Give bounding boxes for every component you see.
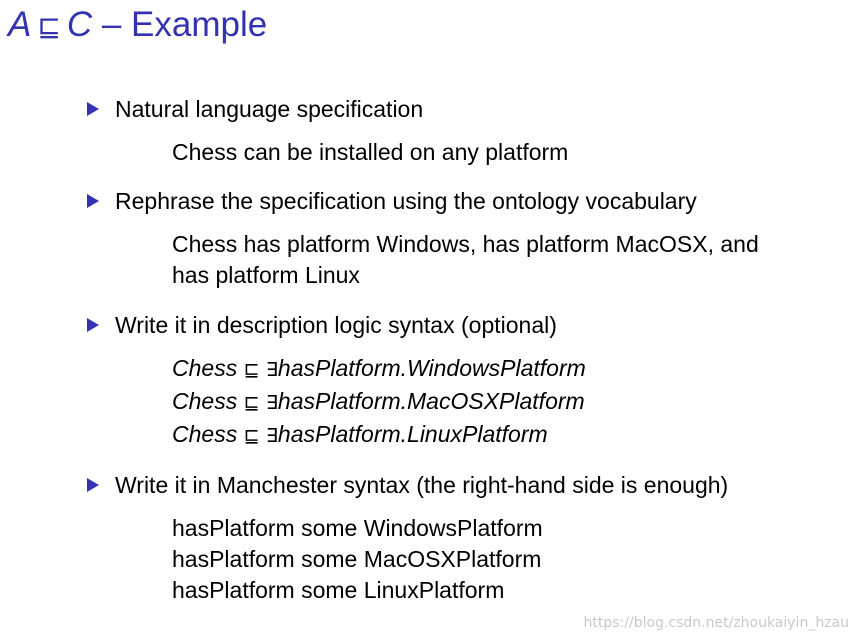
triangle-bullet-icon [87,318,99,332]
exists-symbol: ∃ [265,392,278,414]
triangle-bullet-icon [87,478,99,492]
body-line: hasPlatform some LinuxPlatform [172,577,505,603]
body-line: Chess has platform Windows, has platform… [172,231,759,257]
dl-formula: Chess ⊑ ∃hasPlatform.LinuxPlatform [172,419,847,452]
formula-rhs: hasPlatform.WindowsPlatform [277,355,586,381]
formula-lhs: Chess [172,421,238,447]
exists-symbol: ∃ [265,359,278,381]
formula-lhs: Chess [172,355,238,381]
bullet-heading: Rephrase the specification using the ont… [115,187,697,214]
dl-formula: Chess ⊑ ∃hasPlatform.MacOSXPlatform [172,386,847,419]
bullet-heading: Write it in description logic syntax (op… [115,311,557,338]
bullet-body: Chess can be installed on any platform [172,137,847,168]
watermark-url: https://blog.csdn.net/zhoukaiyin_hzau [583,615,849,631]
subsumption-symbol: ⊑ [243,359,260,381]
body-line: Chess can be installed on any platform [172,139,569,165]
subsumption-symbol: ⊑ [243,425,260,447]
subsumption-symbol: ⊑ [37,10,61,43]
body-line: hasPlatform some MacOSXPlatform [172,546,542,572]
formula-lhs: Chess [172,388,238,414]
title-left-concept: A [8,5,32,44]
bullet-heading: Write it in Manchester syntax (the right… [115,471,729,498]
bullet-body: hasPlatform some WindowsPlatform hasPlat… [172,513,847,606]
bullet-item-manchester: Write it in Manchester syntax (the right… [87,468,847,606]
formula-block: Chess ⊑ ∃hasPlatform.WindowsPlatform Che… [172,353,847,452]
subsumption-symbol: ⊑ [243,392,260,414]
bullet-body: Chess has platform Windows, has platform… [172,229,847,291]
bullet-item-rephrase: Rephrase the specification using the ont… [87,184,847,291]
bullet-heading: Natural language specification [115,95,424,122]
body-line: has platform Linux [172,262,360,288]
triangle-bullet-icon [87,194,99,208]
title-text: – Example [92,5,268,44]
dl-formula: Chess ⊑ ∃hasPlatform.WindowsPlatform [172,353,847,386]
triangle-bullet-icon [87,102,99,116]
bullet-list: Natural language specification Chess can… [87,92,847,606]
formula-rhs: hasPlatform.MacOSXPlatform [277,388,585,414]
exists-symbol: ∃ [265,425,278,447]
bullet-item-description-logic: Write it in description logic syntax (op… [87,308,847,452]
formula-rhs: hasPlatform.LinuxPlatform [277,421,548,447]
title-right-concept: C [66,5,93,44]
bullet-item-natural-language: Natural language specification Chess can… [87,92,847,168]
body-line: hasPlatform some WindowsPlatform [172,515,543,541]
slide-title: A⊑C – Example [8,2,267,50]
